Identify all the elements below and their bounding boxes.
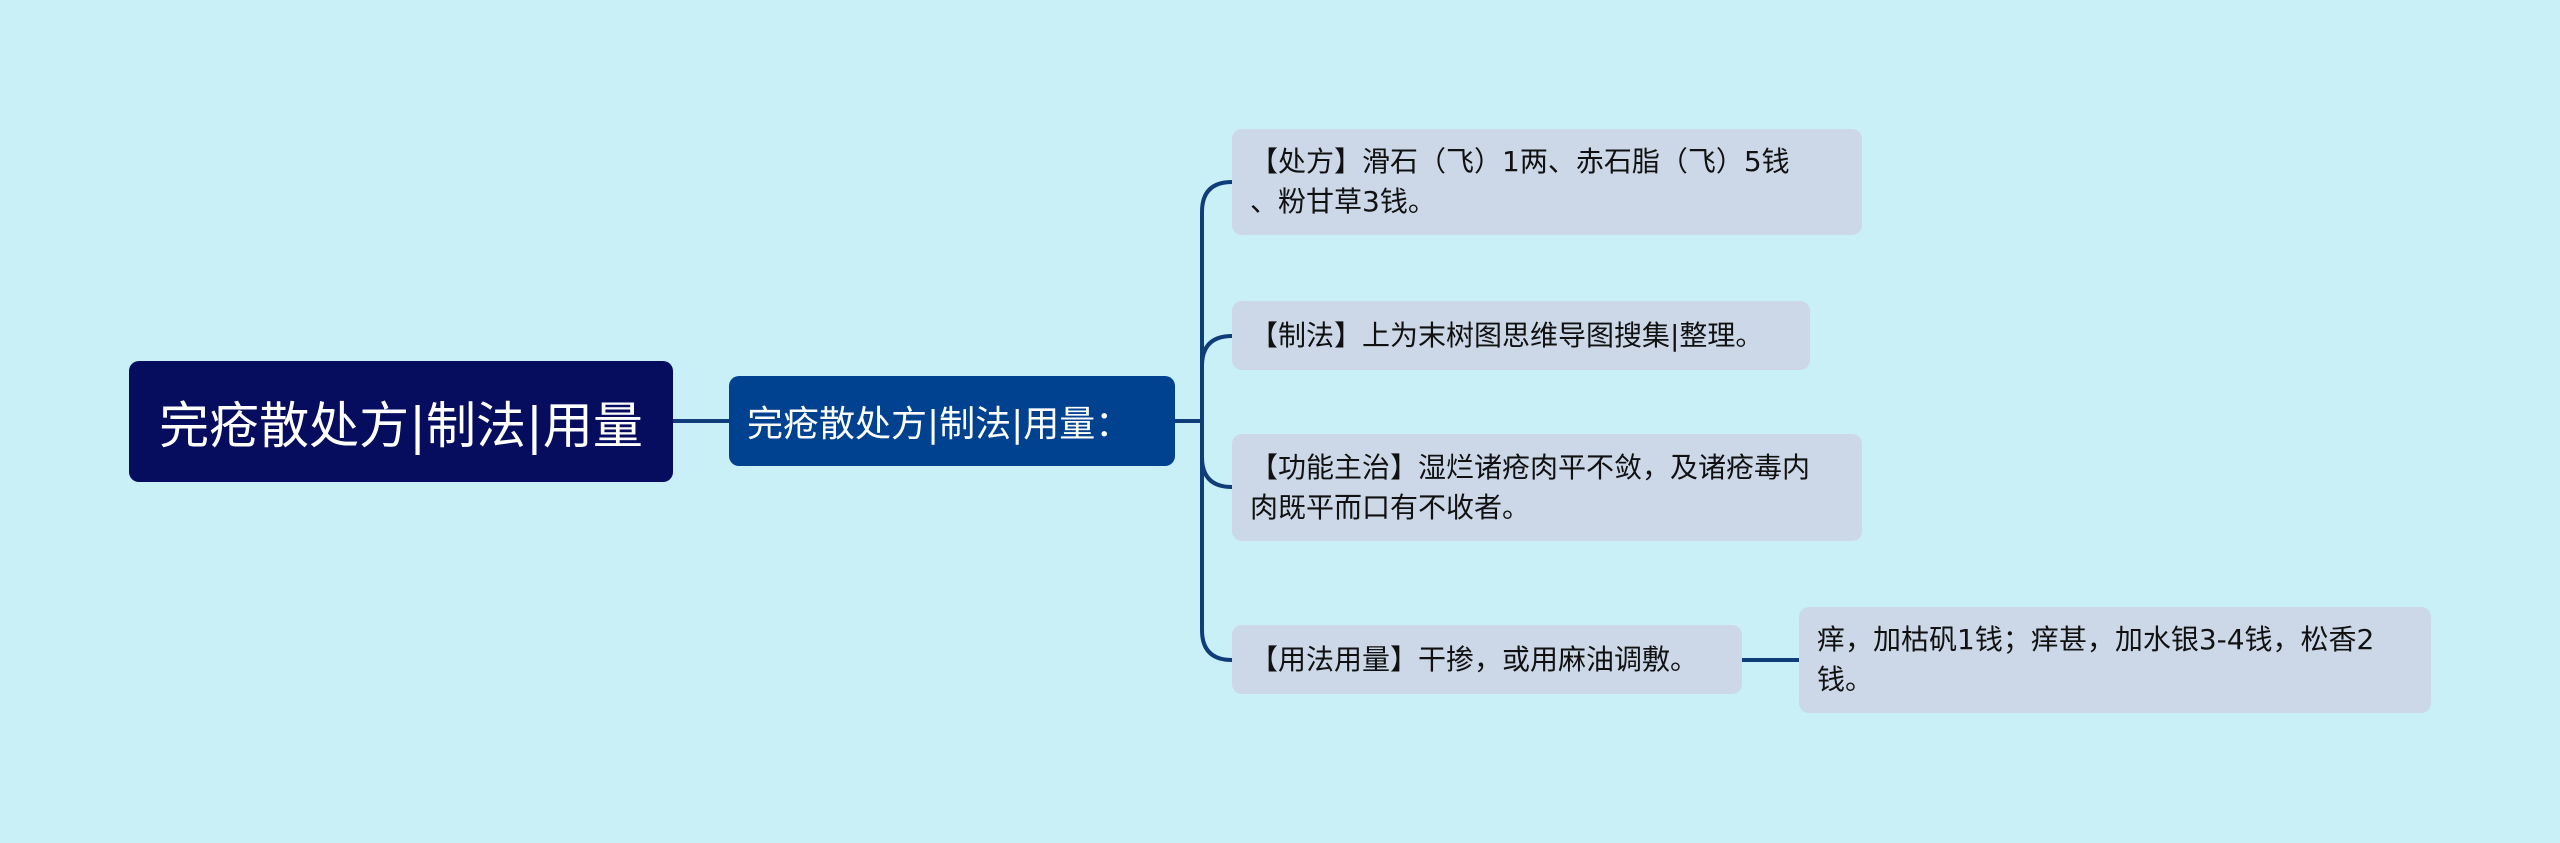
root-topic[interactable]: 完疮散处方|制法|用量 <box>129 361 673 482</box>
branch-preparation-line-1: 【制法】上为末树图思维导图搜集|整理。 <box>1250 318 1764 352</box>
branch-connector-2 <box>1200 334 1234 368</box>
sub-branch-usage-note-line-1: 痒，加枯矾1钱；痒甚，加水银3-4钱，松香2 <box>1817 623 2375 656</box>
main-topic[interactable]: 完疮散处方|制法|用量： <box>729 376 1175 466</box>
branch-usage-dosage[interactable]: 【用法用量】干掺，或用麻油调敷。 <box>1232 625 1742 694</box>
branch-indications-line-1: 【功能主治】湿烂诸疮肉平不敛，及诸疮毒内 <box>1250 450 1811 484</box>
sub-branch-usage-note-line-2: 钱。 <box>1817 663 1874 696</box>
branch-indications[interactable]: 【功能主治】湿烂诸疮肉平不敛，及诸疮毒内 肉既平而口有不收者。 <box>1232 434 1862 541</box>
branch-prescription-line-1: 【处方】滑石（飞）1两、赤石脂（飞）5钱 <box>1250 145 1790 178</box>
branch-usage-dosage-line-1: 【用法用量】干掺，或用麻油调敷。 <box>1250 642 1699 676</box>
branch-prescription[interactable]: 【处方】滑石（飞）1两、赤石脂（飞）5钱 、粉甘草3钱。 <box>1232 129 1862 235</box>
sub-branch-usage-note[interactable]: 痒，加枯矾1钱；痒甚，加水银3-4钱，松香2 钱。 <box>1799 607 2431 713</box>
branch-prescription-line-2: 、粉甘草3钱。 <box>1250 185 1436 218</box>
root-topic-label: 完疮散处方|制法|用量 <box>159 396 643 455</box>
branch-trunk <box>1200 180 1234 662</box>
main-topic-label: 完疮散处方|制法|用量： <box>747 404 1132 445</box>
branch-preparation[interactable]: 【制法】上为末树图思维导图搜集|整理。 <box>1232 301 1810 370</box>
branch-connector-3 <box>1200 455 1234 489</box>
branch-indications-line-2: 肉既平而口有不收者。 <box>1250 490 1531 524</box>
